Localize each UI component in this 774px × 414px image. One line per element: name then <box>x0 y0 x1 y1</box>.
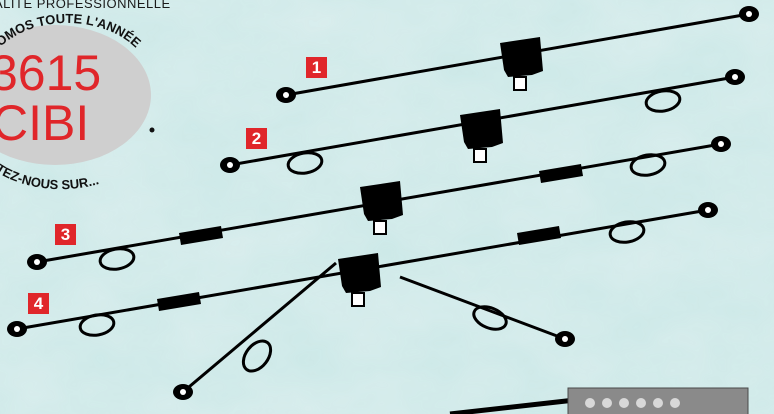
antenna-1 <box>276 6 759 103</box>
insulator-icon <box>173 384 193 400</box>
balun-icon <box>360 181 403 235</box>
loading-coil-icon <box>286 151 324 175</box>
promo-service: CIBI <box>0 95 90 151</box>
insulator-icon <box>711 136 731 152</box>
balun-icon <box>338 253 381 307</box>
insulator-icon <box>725 69 745 85</box>
insulator-icon <box>555 331 575 347</box>
antenna-badge-3: 3 <box>55 224 76 245</box>
loading-coil-icon <box>78 313 116 337</box>
coil-trap-icon <box>539 164 583 183</box>
balun-icon <box>500 37 543 91</box>
antenna-badge-1: 1 <box>306 57 327 78</box>
insulator-icon <box>220 157 240 173</box>
antenna-badge-2: 2 <box>246 128 267 149</box>
loading-coil-icon <box>98 247 136 271</box>
balun-icon <box>460 109 503 163</box>
loading-coil-icon <box>608 220 646 244</box>
coil-trap-icon <box>157 292 201 311</box>
insulator-icon <box>7 321 27 337</box>
insulator-icon <box>739 6 759 22</box>
device-icon <box>449 387 749 414</box>
insulator-icon <box>698 202 718 218</box>
coil-trap-icon <box>179 226 223 245</box>
insulator-icon <box>27 254 47 270</box>
antenna-2 <box>220 69 745 175</box>
coil-trap-icon <box>517 226 561 245</box>
antenna-badge-4: 4 <box>28 293 49 314</box>
loading-coil-icon <box>241 339 273 373</box>
loading-coil-icon <box>472 305 508 331</box>
insulator-icon <box>276 87 296 103</box>
promo-number: 3615 <box>0 45 102 101</box>
antenna-4 <box>7 202 718 400</box>
antenna-3 <box>27 136 731 271</box>
header-tagline: ALITÉ PROFESSIONNELLE <box>0 0 171 11</box>
loading-coil-icon <box>629 153 667 177</box>
loading-coil-icon <box>644 89 682 113</box>
